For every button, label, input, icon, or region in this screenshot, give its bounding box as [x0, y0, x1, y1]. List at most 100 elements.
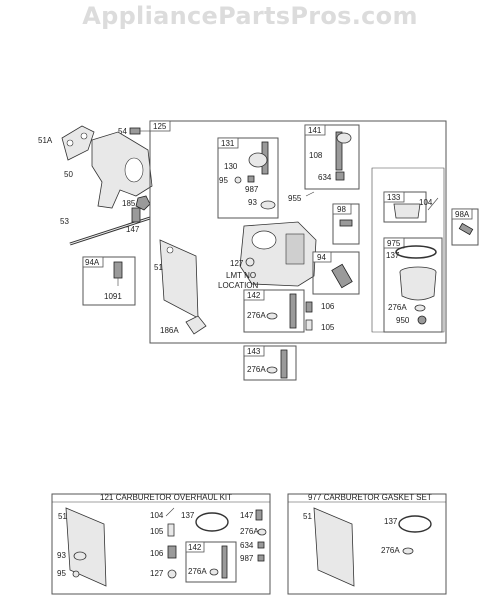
kit-gasket-137[interactable] [195, 512, 229, 532]
kit-callout-142: 142 [188, 543, 202, 552]
set-callout-137: 137 [384, 517, 398, 526]
callout-98A: 98A [455, 210, 470, 219]
callout-95: 95 [219, 176, 228, 185]
oring-276A-143-part[interactable] [266, 366, 278, 374]
callout-634: 634 [318, 173, 332, 182]
bowl-screw-950-part[interactable] [417, 315, 427, 325]
lmt-no-location-line1: LMT NO [226, 271, 256, 280]
kit-callout-634: 634 [240, 541, 254, 550]
gasket-51A-part[interactable] [61, 125, 95, 161]
mixture-screw-94A-part[interactable] [113, 261, 123, 286]
nut-185-part[interactable] [135, 195, 151, 211]
callout-50: 50 [64, 170, 73, 179]
screw-98-part[interactable] [339, 219, 353, 227]
oring-276A-142-part[interactable] [266, 312, 278, 320]
subassembly-box-142 [243, 289, 305, 333]
callout-141: 141 [308, 126, 322, 135]
kit-washer-93[interactable] [73, 551, 87, 561]
callout-94: 94 [317, 253, 326, 262]
set-gasket-plate-51[interactable] [313, 507, 355, 587]
fuel-bowl-part[interactable] [399, 266, 437, 301]
kit-oring-276A-b[interactable] [257, 528, 267, 536]
seal-95-part[interactable] [234, 176, 242, 184]
gasket-set-box [287, 493, 447, 595]
main-carburetor-box-125 [149, 120, 447, 344]
washer-93-part[interactable] [260, 200, 276, 210]
kit-callout-95: 95 [57, 569, 66, 578]
spring-147-part[interactable] [131, 207, 141, 223]
screw-54-part[interactable] [129, 127, 150, 135]
callout-950: 950 [396, 316, 410, 325]
callout-147: 147 [126, 225, 140, 234]
subassembly-box-143 [243, 345, 297, 381]
callout-131: 131 [221, 139, 235, 148]
kit-plug-127[interactable] [167, 569, 177, 579]
screw-98A-part[interactable] [458, 222, 474, 236]
screw-987-part[interactable] [247, 175, 255, 183]
set-gasket-137[interactable] [398, 515, 432, 533]
kit-jet-142[interactable] [221, 545, 228, 579]
subassembly-box-94 [312, 251, 360, 295]
overhaul-kit-box [51, 493, 271, 595]
jet-143-part[interactable] [280, 349, 288, 379]
callout-94A: 94A [85, 258, 100, 267]
oring-276A-975-part[interactable] [414, 304, 426, 312]
subassembly-box-141 [304, 124, 360, 190]
callout-105: 105 [321, 323, 335, 332]
carburetor-body-part[interactable] [239, 221, 317, 287]
kit-subassembly-box-142 [185, 541, 237, 583]
kit-callout-137: 137 [181, 511, 195, 520]
callout-276A-142: 276A [247, 311, 266, 320]
callout-142: 142 [247, 291, 261, 300]
intake-elbow-50-part[interactable] [91, 131, 153, 209]
elbow-186A-part[interactable] [185, 315, 207, 335]
needle-94-part[interactable] [331, 263, 353, 289]
callout-276A-143: 276A [247, 365, 266, 374]
kit-callout-276A-b: 276A [240, 527, 259, 536]
lmt-no-location-line2: LOCATION [218, 281, 259, 290]
gasket-137-part[interactable] [395, 245, 437, 259]
callout-53: 53 [60, 217, 69, 226]
choke-shaft-141-part[interactable] [335, 131, 352, 171]
subassembly-box-975 [383, 237, 443, 333]
callout-955: 955 [288, 194, 302, 203]
throttle-shaft-131-part[interactable] [248, 141, 269, 175]
callout-185: 185 [122, 199, 136, 208]
callout-51: 51 [154, 263, 163, 272]
kit-pin-104[interactable] [165, 507, 175, 517]
gasket-plate-51-part[interactable] [159, 239, 199, 319]
callout-186A: 186A [160, 326, 179, 335]
callout-106: 106 [321, 302, 335, 311]
set-oring-276A[interactable] [402, 547, 414, 555]
screw-955-part[interactable] [305, 191, 315, 197]
kit-spring-147[interactable] [255, 509, 263, 521]
kit-seal-95[interactable] [72, 570, 80, 578]
plug-127-part[interactable] [245, 257, 255, 267]
kit-callout-106: 106 [150, 549, 164, 558]
kit-screw-987[interactable] [257, 554, 265, 562]
spring-634-part[interactable] [335, 171, 345, 181]
pin-104-part[interactable] [427, 197, 439, 211]
float-133-part[interactable] [393, 203, 421, 219]
subassembly-box-131 [217, 137, 279, 219]
callout-51A: 51A [38, 136, 53, 145]
main-jet-142-part[interactable] [289, 293, 297, 329]
kit-pin-106[interactable] [167, 545, 177, 559]
callout-130: 130 [224, 162, 238, 171]
kit-oring-276A-a[interactable] [209, 568, 219, 576]
kit-spring-634[interactable] [257, 541, 265, 549]
pin-106-part[interactable] [305, 301, 313, 313]
kit-callout-147: 147 [240, 511, 254, 520]
set-callout-51: 51 [303, 512, 312, 521]
callout-104: 104 [419, 198, 433, 207]
overhaul-kit-title: 121 CARBURETOR OVERHAUL KIT [100, 493, 232, 502]
callout-108: 108 [309, 151, 323, 160]
kit-needle-105[interactable] [167, 523, 175, 537]
needle-105-part[interactable] [305, 319, 313, 331]
callout-975: 975 [387, 239, 401, 248]
callout-987: 987 [245, 185, 259, 194]
callout-98: 98 [337, 205, 346, 214]
callout-143: 143 [247, 347, 261, 356]
callout-276A-975: 276A [388, 303, 407, 312]
kit-gasket-plate-51[interactable] [65, 507, 107, 587]
